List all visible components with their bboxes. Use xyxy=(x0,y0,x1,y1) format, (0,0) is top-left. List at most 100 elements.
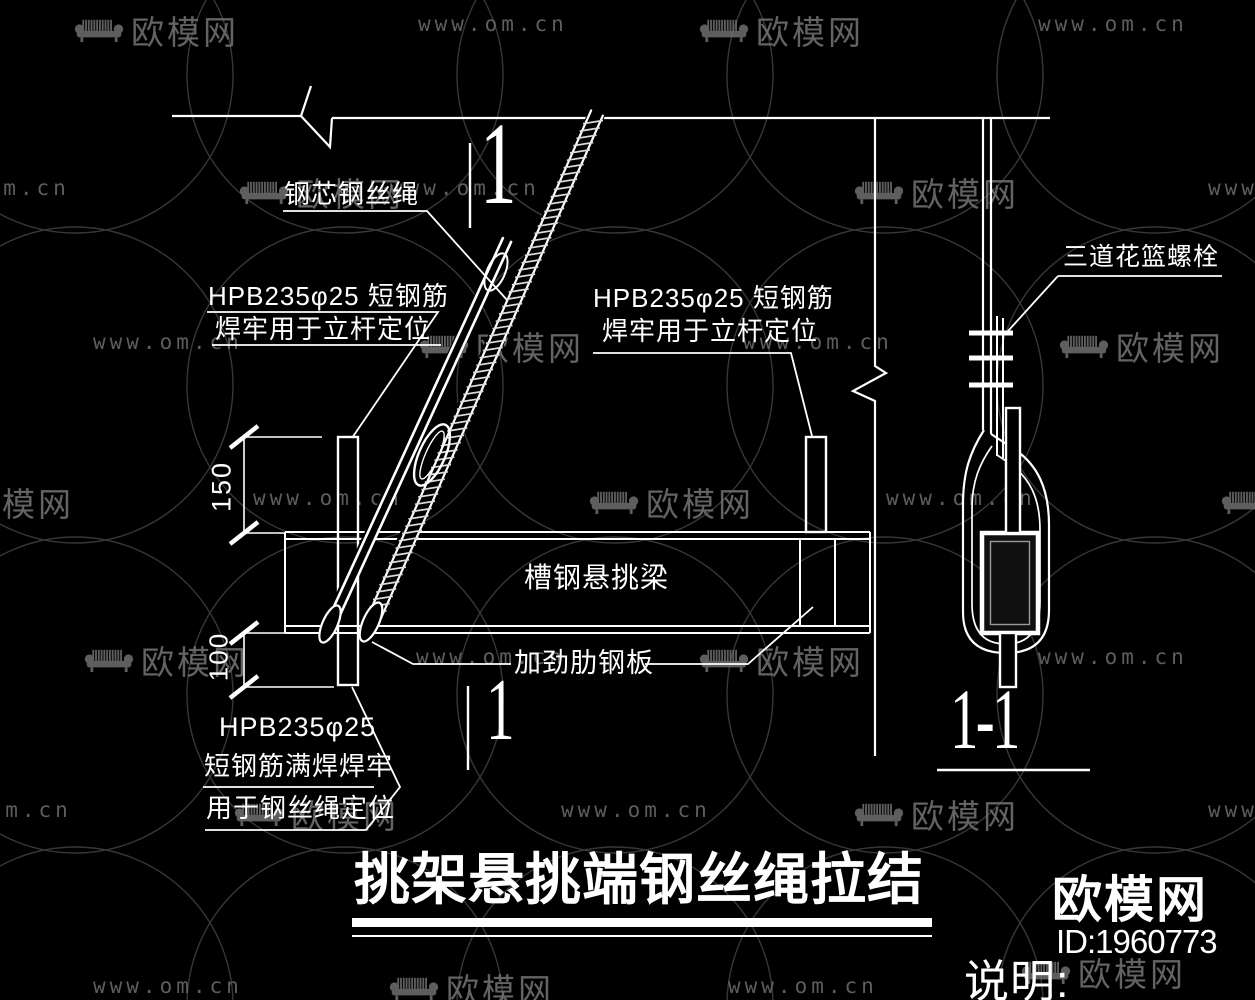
watermark-circle xyxy=(996,0,1255,234)
watermark-brand: 欧模网 xyxy=(853,168,1019,216)
watermark-brand: 欧模网 xyxy=(1058,322,1224,370)
leader-wire-rope xyxy=(283,210,508,301)
section-mark-top: 1 xyxy=(480,98,517,229)
watermark-circle xyxy=(726,846,1044,1000)
watermark-circle xyxy=(456,846,774,1000)
drawing-title: 挑架悬挑端钢丝绳拉结 xyxy=(354,848,924,911)
sofa-icon xyxy=(74,19,124,43)
watermark-url: www.om.cn xyxy=(93,974,243,998)
watermark-circle xyxy=(456,226,774,544)
sofa-icon xyxy=(84,649,134,673)
sofa-icon xyxy=(699,649,749,673)
annotation-leaders xyxy=(203,143,1222,831)
turnbuckle-marks xyxy=(969,330,1013,388)
rebar-section-bottom xyxy=(998,631,1018,689)
watermark-url: www.om.cn xyxy=(561,798,711,822)
watermark-circle xyxy=(456,536,774,854)
sofa-icon xyxy=(1021,961,1071,985)
watermark-circle xyxy=(996,536,1255,854)
left-rebar-label-line2: 焊牢用于立杆定位 xyxy=(215,314,432,344)
watermark-brand: 欧模网 xyxy=(0,486,74,523)
mid-rebar-label-line1: HPB235φ25 短钢筋 xyxy=(593,283,834,313)
wire-rope-label: 钢芯钢丝绳 xyxy=(284,179,420,209)
rebar-section-top xyxy=(1004,406,1022,535)
watermark-brand: 欧模网 xyxy=(83,636,249,684)
watermark-url: www.om.cn xyxy=(418,12,568,36)
watermark-url: www.om.cn xyxy=(1038,645,1188,669)
watermark-url: www.om.cn xyxy=(728,974,878,998)
watermark-circle xyxy=(186,536,504,854)
rope-hatched-strand xyxy=(364,109,604,629)
watermark-url: www.om.cn xyxy=(93,330,243,354)
section-name: 1-1 xyxy=(950,671,1020,767)
watermark-brand: 欧模网 xyxy=(233,790,399,838)
watermark-brand: 欧模网 xyxy=(588,478,754,526)
watermark-circle xyxy=(726,0,1044,234)
wall-line xyxy=(850,118,889,756)
rope-end-left xyxy=(318,604,342,644)
image-id: ID:1960773 xyxy=(1056,923,1218,960)
watermark-circle xyxy=(996,846,1255,1000)
watermark-url: www.om.cn xyxy=(1208,176,1255,200)
sofa-icon xyxy=(589,491,639,515)
watermark-brand: 欧模网 xyxy=(1220,478,1255,526)
watermark-circle xyxy=(186,0,504,234)
title-underline xyxy=(352,918,932,937)
slab-top-line xyxy=(172,85,1050,150)
rope-end-right xyxy=(358,601,384,643)
rope-clamp xyxy=(483,252,509,292)
section-1-1-detail xyxy=(961,117,1051,689)
right-positioning-rebar xyxy=(804,435,828,534)
watermark-url: www.om.cn xyxy=(1208,798,1255,822)
stiffener-label: 加劲肋钢板 xyxy=(514,648,654,678)
section-mark-bottom: 1 xyxy=(486,662,515,759)
rope-thimble xyxy=(412,423,452,487)
watermark-circle xyxy=(0,846,234,1000)
sofa-icon xyxy=(389,977,439,1000)
watermark-circle xyxy=(186,226,504,544)
watermark-url: www.om.cn xyxy=(1038,12,1188,36)
watermark-url: www.om.cn xyxy=(0,798,72,822)
watermark-brand: 欧模网 xyxy=(388,964,554,1000)
watermark-brand: 欧模网 xyxy=(73,6,239,54)
watermark-circle xyxy=(726,536,1044,854)
watermark-circle xyxy=(186,846,504,1000)
watermark-url: www.om.cn xyxy=(743,330,893,354)
watermark-brand: 欧模网 xyxy=(1020,948,1186,996)
leader-turnbuckle xyxy=(1007,275,1222,332)
dimension-lines xyxy=(228,424,334,700)
leader-stiffener xyxy=(371,606,814,665)
leader-mid-rebar xyxy=(593,352,813,437)
stiffener-plates xyxy=(799,540,836,626)
wire-rope-elevation xyxy=(318,109,605,644)
dimension-ticks xyxy=(228,424,260,700)
watermark-url: www.om.cn xyxy=(416,645,566,669)
site-brand: 欧模网 xyxy=(1052,872,1208,928)
sofa-icon xyxy=(854,803,904,827)
watermark-circle xyxy=(726,226,1044,544)
turnbuckle-label: 三道花篮螺栓 xyxy=(1063,243,1220,271)
watermark-brand: 欧模网 xyxy=(238,168,404,216)
watermark-circle xyxy=(456,0,774,234)
sofa-icon xyxy=(1221,491,1255,515)
watermark-brand: 欧模网 xyxy=(698,6,864,54)
sofa-icon xyxy=(239,181,289,205)
leader-left-rebar xyxy=(207,311,441,439)
watermark-url: www.om.cn xyxy=(390,176,540,200)
leader-bottom-rebar xyxy=(203,686,402,831)
sofa-icon xyxy=(1059,335,1109,359)
bottom-rebar-label-line3: 用于钢丝绳定位 xyxy=(206,793,396,823)
bottom-rebar-label-line2: 短钢筋满焊焊牢 xyxy=(204,751,394,781)
rope-vertical xyxy=(981,117,993,434)
dimension-150: 150 xyxy=(206,460,237,513)
watermark-circle xyxy=(0,0,234,234)
rope-return-strand xyxy=(324,236,513,630)
bottom-rebar-label-line1: HPB235φ25 xyxy=(219,712,377,742)
watermark-url: www.om.cn xyxy=(0,176,70,200)
watermark-brand: 欧模网 xyxy=(853,790,1019,838)
left-rebar-label-line1: HPB235φ25 短钢筋 xyxy=(208,281,449,311)
watermark-circle xyxy=(0,226,234,544)
